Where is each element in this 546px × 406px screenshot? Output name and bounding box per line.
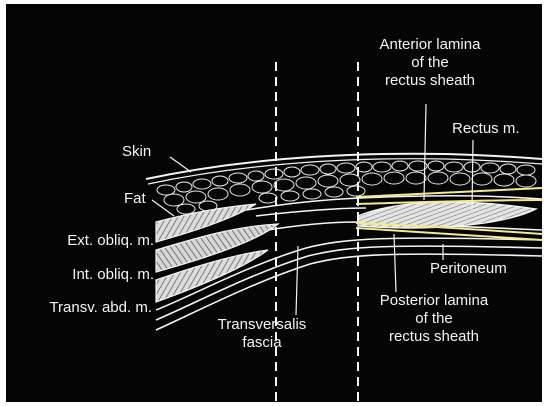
label-anterior-lamina-line3: rectus sheath [360, 72, 500, 90]
label-transv-abd: Transv. abd. m. [49, 299, 152, 317]
label-anterior-lamina-line1: Anterior lamina [360, 36, 500, 54]
label-transversalis-fascia: Transversalis fascia [202, 316, 322, 352]
label-fat: Fat [124, 190, 146, 208]
label-transversalis-line1: Transversalis [202, 316, 322, 334]
label-peritoneum: Peritoneum [430, 260, 507, 278]
label-int-obliq: Int. obliq. m. [72, 266, 154, 284]
label-transversalis-line2: fascia [202, 334, 322, 352]
label-posterior-lamina: Posterior lamina of the rectus sheath [364, 292, 504, 346]
label-skin: Skin [122, 143, 151, 161]
label-rectus: Rectus m. [452, 120, 520, 138]
label-posterior-lamina-line1: Posterior lamina [364, 292, 504, 310]
label-anterior-lamina: Anterior lamina of the rectus sheath [360, 36, 500, 90]
label-posterior-lamina-line2: of the [364, 310, 504, 328]
label-anterior-lamina-line2: of the [360, 54, 500, 72]
label-ext-obliq: Ext. obliq. m. [67, 232, 154, 250]
label-posterior-lamina-line3: rectus sheath [364, 328, 504, 346]
diagram-plate: Skin Fat Ext. obliq. m. Int. obliq. m. T… [6, 4, 542, 402]
